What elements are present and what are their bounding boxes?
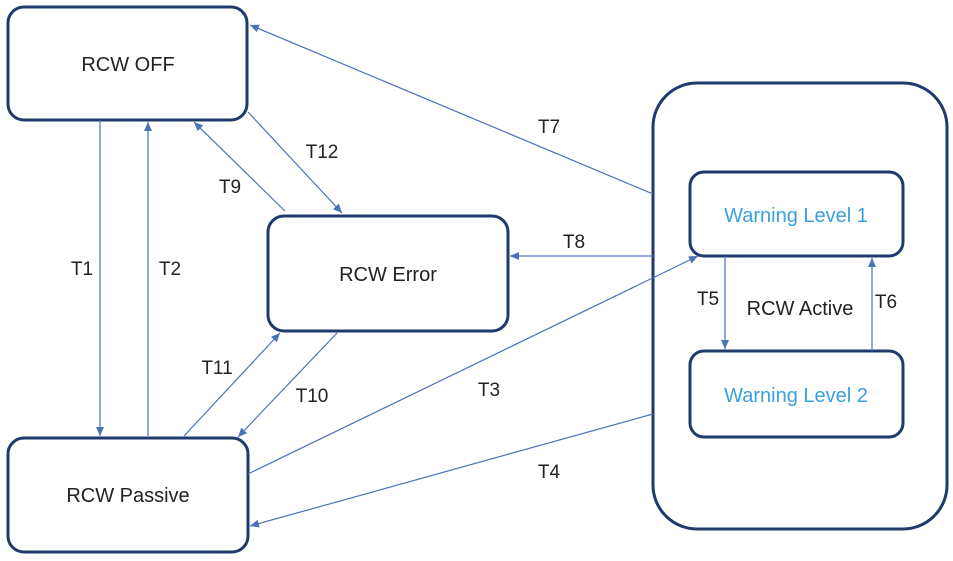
t12-label: T12 [306,142,339,163]
warning-level-1-state [688,170,905,258]
t4-label: T4 [538,462,561,483]
t10-label: T10 [296,386,329,407]
rcw-passive-label: RCW Passive [66,485,189,507]
t12-arrow [247,111,343,214]
t3-arrow [247,255,699,475]
t2-label: T2 [159,259,181,280]
t7-label: T7 [538,117,560,138]
t3-label: T3 [478,380,500,401]
t9-arrow [193,121,286,212]
t4-arrow [249,413,654,528]
t10-arrow [237,332,338,438]
warning-level-2-state [688,349,905,439]
t5-label: T5 [697,289,719,310]
t9-label: T9 [219,177,241,198]
rcw-active-label: RCW Active [747,298,854,320]
rcw-error-label: RCW Error [339,264,437,286]
rcw-error-state [266,214,510,333]
rcw-passive-state [6,436,250,554]
t11-arrow [183,332,281,437]
t8-label: T8 [563,232,585,253]
rcw-off-state [6,5,249,122]
t1-label: T1 [71,259,93,280]
warning-level-1-label: Warning Level 1 [724,205,868,227]
t6-label: T6 [875,292,897,313]
rcw-off-label: RCW OFF [81,54,174,76]
warning-level-2-label: Warning Level 2 [724,385,868,407]
t11-label: T11 [201,358,232,379]
t7-arrow [249,24,654,195]
